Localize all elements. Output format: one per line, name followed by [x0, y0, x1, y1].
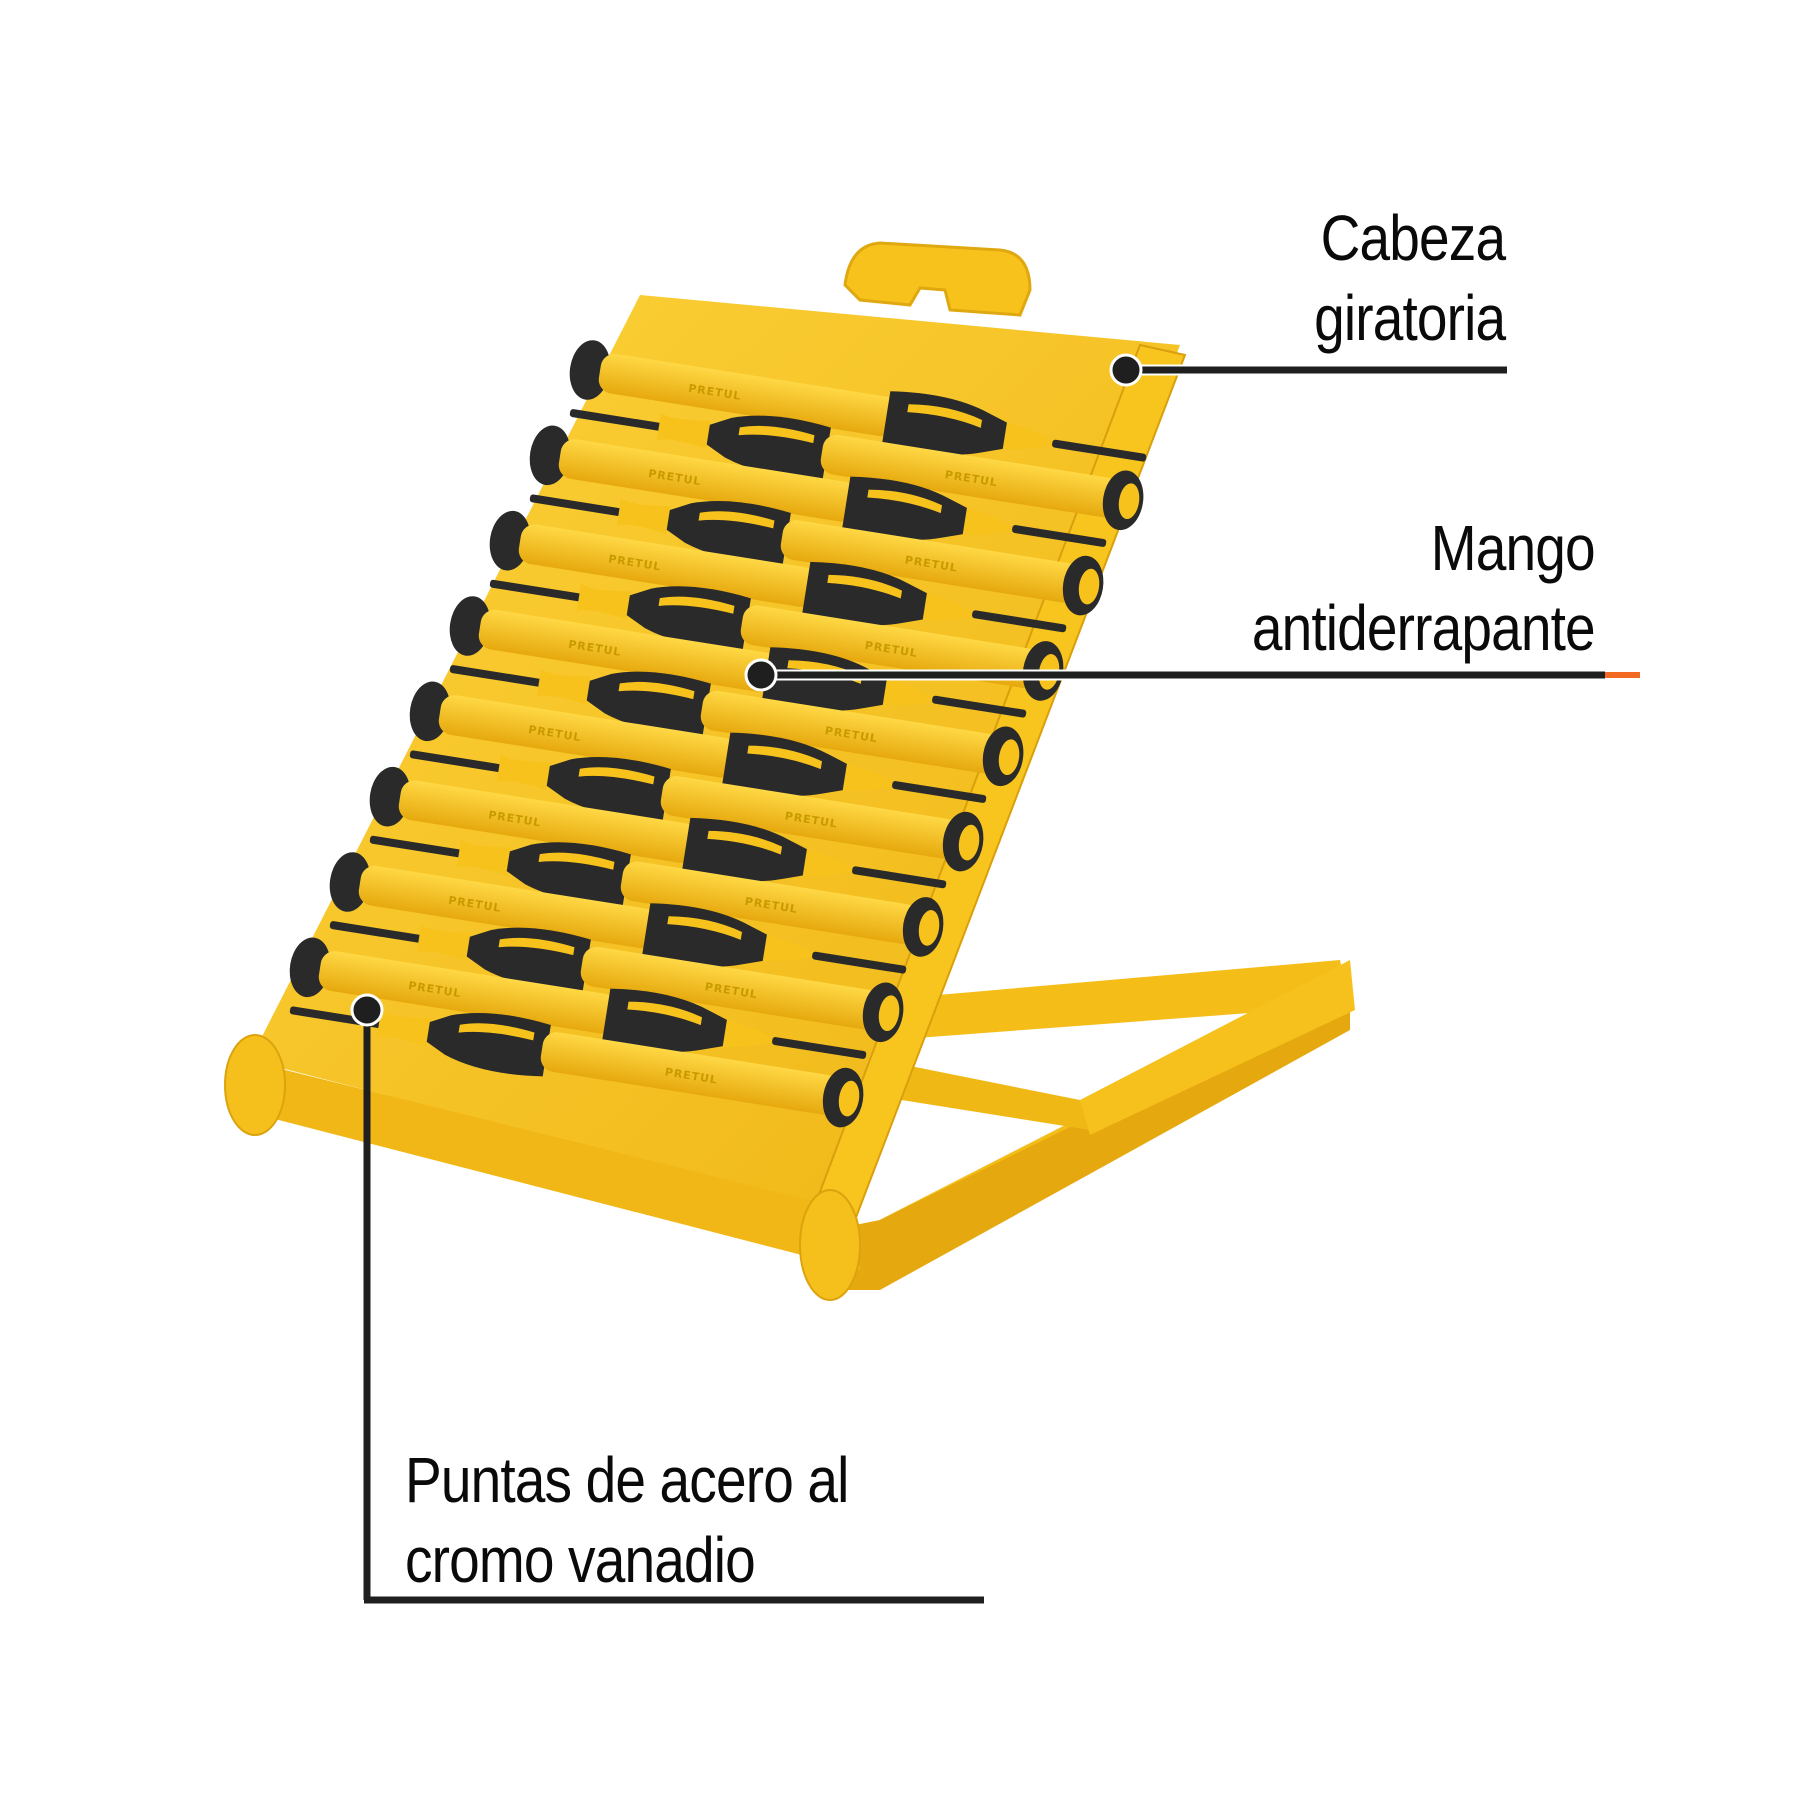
svg-text:PRETUL: PRETUL [527, 723, 582, 744]
screwdriver: PRETUL [569, 340, 1147, 462]
screwdriver: PRETUL [529, 425, 1107, 547]
callout-label-cabeza-giratoria: Cabeza giratoria [1313, 198, 1506, 358]
svg-text:PRETUL: PRETUL [407, 979, 462, 1000]
svg-text:PRETUL: PRETUL [487, 808, 542, 829]
label-line: Mango [1431, 512, 1596, 584]
screwdriver: PRETUL [449, 596, 1027, 718]
screwdriver: PRETUL [289, 1006, 864, 1128]
callout-label-mango-antiderrapante: Mango antiderrapante [1252, 508, 1596, 668]
screwdriver: PRETUL [369, 835, 944, 957]
svg-text:PRETUL: PRETUL [704, 980, 759, 1001]
screwdriver: PRETUL [529, 494, 1104, 616]
svg-text:PRETUL: PRETUL [687, 382, 742, 403]
svg-text:PRETUL: PRETUL [607, 552, 662, 573]
label-line: Cabeza [1320, 202, 1505, 274]
screwdriver-rows: PRETUL PRETUL PRETUL PRETUL PRETUL PRETUL PRET… [289, 340, 1147, 1128]
svg-text:PRETUL: PRETUL [904, 553, 959, 574]
svg-text:PRETUL: PRETUL [864, 639, 919, 660]
label-line: giratoria [1313, 282, 1506, 354]
hanger-tab [843, 241, 1032, 317]
label-line: Puntas de acero al [405, 1444, 849, 1516]
stand [830, 960, 1355, 1290]
callout-cabeza-connector [1109, 353, 1507, 387]
callout-dot-icon [1109, 353, 1143, 387]
screwdriver: PRETUL [329, 852, 907, 974]
screwdriver: PRETUL [489, 579, 1064, 701]
screwdriver: PRETUL [409, 681, 987, 803]
svg-text:PRETUL: PRETUL [744, 895, 799, 916]
screwdriver: PRETUL [329, 921, 904, 1043]
screwdriver: PRETUL [369, 766, 947, 889]
label-line: antiderrapante [1252, 592, 1596, 664]
screwdriver: PRETUL [569, 409, 1144, 531]
screwdriver: PRETUL [289, 937, 867, 1059]
screwdriver: PRETUL [449, 665, 1024, 787]
svg-text:PRETUL: PRETUL [647, 467, 702, 488]
screwdriver: PRETUL [409, 750, 984, 872]
svg-text:PRETUL: PRETUL [784, 809, 839, 830]
svg-text:PRETUL: PRETUL [824, 724, 879, 745]
callout-dot-icon [350, 993, 384, 1027]
label-line: cromo vanadio [405, 1524, 756, 1596]
svg-text:PRETUL: PRETUL [664, 1065, 719, 1086]
svg-text:PRETUL: PRETUL [567, 638, 622, 659]
svg-text:PRETUL: PRETUL [447, 894, 502, 915]
screwdriver: PRETUL [489, 510, 1067, 633]
callout-label-puntas-cromo-vanadio: Puntas de acero al cromo vanadio [405, 1440, 849, 1600]
case-tray [224, 295, 1187, 1301]
callout-dot-icon [744, 658, 778, 692]
svg-text:PRETUL: PRETUL [944, 468, 999, 489]
